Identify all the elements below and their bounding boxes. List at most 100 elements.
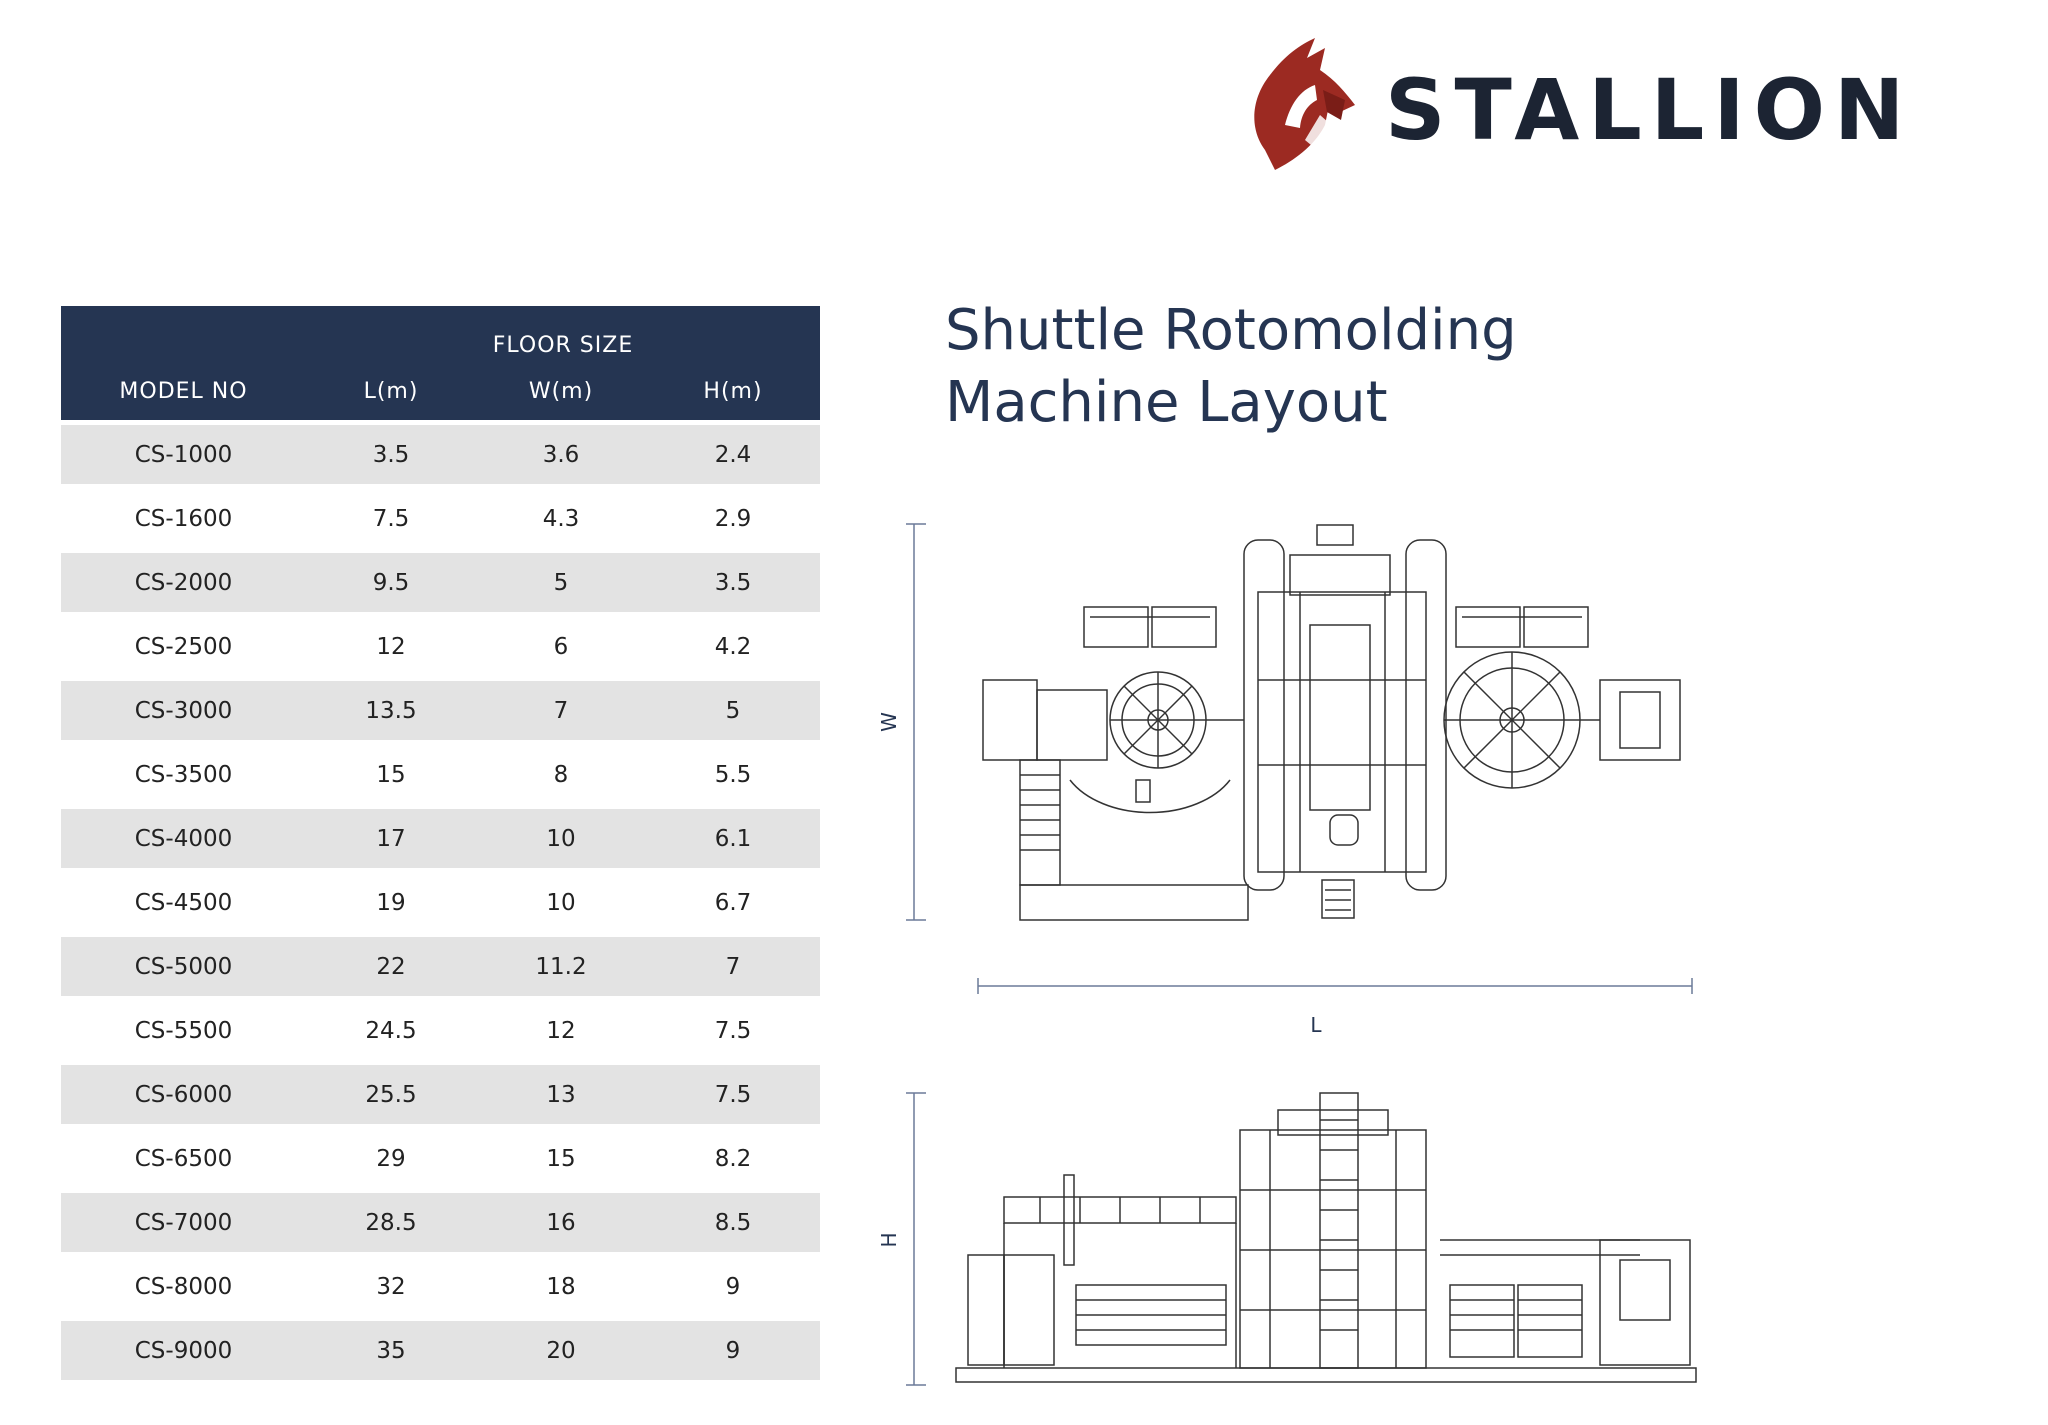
cell-width: 15 (546, 1145, 576, 1172)
machine-size-table: FLOOR SIZE MODEL NO L(m) W(m) H(m) CS-10… (61, 306, 820, 1380)
row-spacer (61, 996, 820, 1001)
row-spacer (61, 1188, 820, 1193)
w-dimension (906, 523, 926, 921)
cell-model: CS-6000 (61, 1065, 306, 1124)
cell-height: 8.2 (714, 1145, 752, 1172)
row-spacer (61, 420, 820, 425)
col-header-length: L(m) (363, 378, 419, 404)
col-header-model: MODEL NO (119, 378, 248, 404)
cell-width: 10 (546, 889, 576, 916)
cell-height: 3.5 (646, 553, 820, 612)
top-view-drawing (982, 524, 1681, 921)
row-spacer (61, 548, 820, 553)
cell-model: CS-9000 (61, 1321, 306, 1380)
cell-width: 4.3 (542, 505, 580, 532)
cell-length: 9.5 (306, 553, 476, 612)
cell-height: 5.5 (714, 761, 752, 788)
cell-length: 3.5 (306, 425, 476, 484)
cell-width: 7 (476, 681, 646, 740)
l-dimension (977, 978, 1693, 994)
cell-length: 25.5 (306, 1065, 476, 1124)
cell-height: 8.5 (646, 1193, 820, 1252)
cell-model: CS-8000 (134, 1273, 233, 1300)
cell-length: 29 (376, 1145, 406, 1172)
row-spacer-cell (61, 612, 820, 617)
row-spacer (61, 1060, 820, 1065)
cell-height: 7.5 (714, 1017, 752, 1044)
row-spacer-cell (61, 868, 820, 873)
cell-width: 5 (476, 553, 646, 612)
row-spacer (61, 676, 820, 681)
cell-length: 24.5 (365, 1017, 417, 1044)
row-spacer (61, 612, 820, 617)
row-spacer-cell (61, 1124, 820, 1129)
cell-height: 6.7 (714, 889, 752, 916)
cell-width: 8 (553, 761, 569, 788)
row-spacer-cell (61, 804, 820, 809)
brand-logo: STALLION (1245, 30, 2025, 180)
cell-length: 7.5 (372, 505, 410, 532)
cell-model: CS-1000 (61, 425, 306, 484)
cell-length: 15 (376, 761, 406, 788)
cell-length: 12 (376, 633, 406, 660)
cell-length: 13.5 (306, 681, 476, 740)
cell-model: CS-5000 (61, 937, 306, 996)
side-view-drawing (955, 1092, 1697, 1383)
col-header-width: W(m) (528, 378, 594, 404)
cell-length: 35 (306, 1321, 476, 1380)
cell-model: CS-1600 (134, 505, 233, 532)
cell-width: 18 (546, 1273, 576, 1300)
cell-model: CS-4000 (61, 809, 306, 868)
row-spacer-cell (61, 932, 820, 937)
row-spacer (61, 1316, 820, 1321)
cell-height: 2.4 (646, 425, 820, 484)
brand-wordmark: STALLION (1385, 61, 1914, 159)
w-label: W (877, 712, 901, 732)
cell-model: CS-2500 (134, 633, 233, 660)
cell-width: 20 (476, 1321, 646, 1380)
cell-model: CS-7000 (61, 1193, 306, 1252)
table-row: CS-2500 12 6 4.2 (61, 617, 820, 676)
row-spacer (61, 484, 820, 489)
cell-width: 13 (476, 1065, 646, 1124)
cell-height: 2.9 (714, 505, 752, 532)
cell-length: 17 (306, 809, 476, 868)
cell-width: 6 (553, 633, 569, 660)
row-spacer-cell (61, 548, 820, 553)
cell-height: 4.2 (714, 633, 752, 660)
table-row: CS-5500 24.5 12 7.5 (61, 1001, 820, 1060)
row-spacer-cell (61, 1188, 820, 1193)
table-row: CS-1600 7.5 4.3 2.9 (61, 489, 820, 548)
row-spacer-cell (61, 1252, 820, 1257)
cell-width: 10 (476, 809, 646, 868)
cell-model: CS-4500 (134, 889, 233, 916)
cell-width: 12 (546, 1017, 576, 1044)
row-spacer-cell (61, 1060, 820, 1065)
row-spacer-cell (61, 740, 820, 745)
cell-length: 32 (376, 1273, 406, 1300)
title-line-1: Shuttle Rotomolding (945, 298, 1517, 363)
row-spacer-cell (61, 484, 820, 489)
cell-model: CS-5500 (134, 1017, 233, 1044)
row-spacer (61, 1252, 820, 1257)
row-spacer (61, 932, 820, 937)
cell-model: CS-3000 (61, 681, 306, 740)
cell-width: 11.2 (476, 937, 646, 996)
cell-length: 22 (306, 937, 476, 996)
h-dimension (906, 1092, 926, 1386)
col-header-height: H(m) (703, 378, 763, 404)
cell-length: 28.5 (306, 1193, 476, 1252)
title-line-2: Machine Layout (945, 370, 1388, 435)
cell-width: 3.6 (476, 425, 646, 484)
